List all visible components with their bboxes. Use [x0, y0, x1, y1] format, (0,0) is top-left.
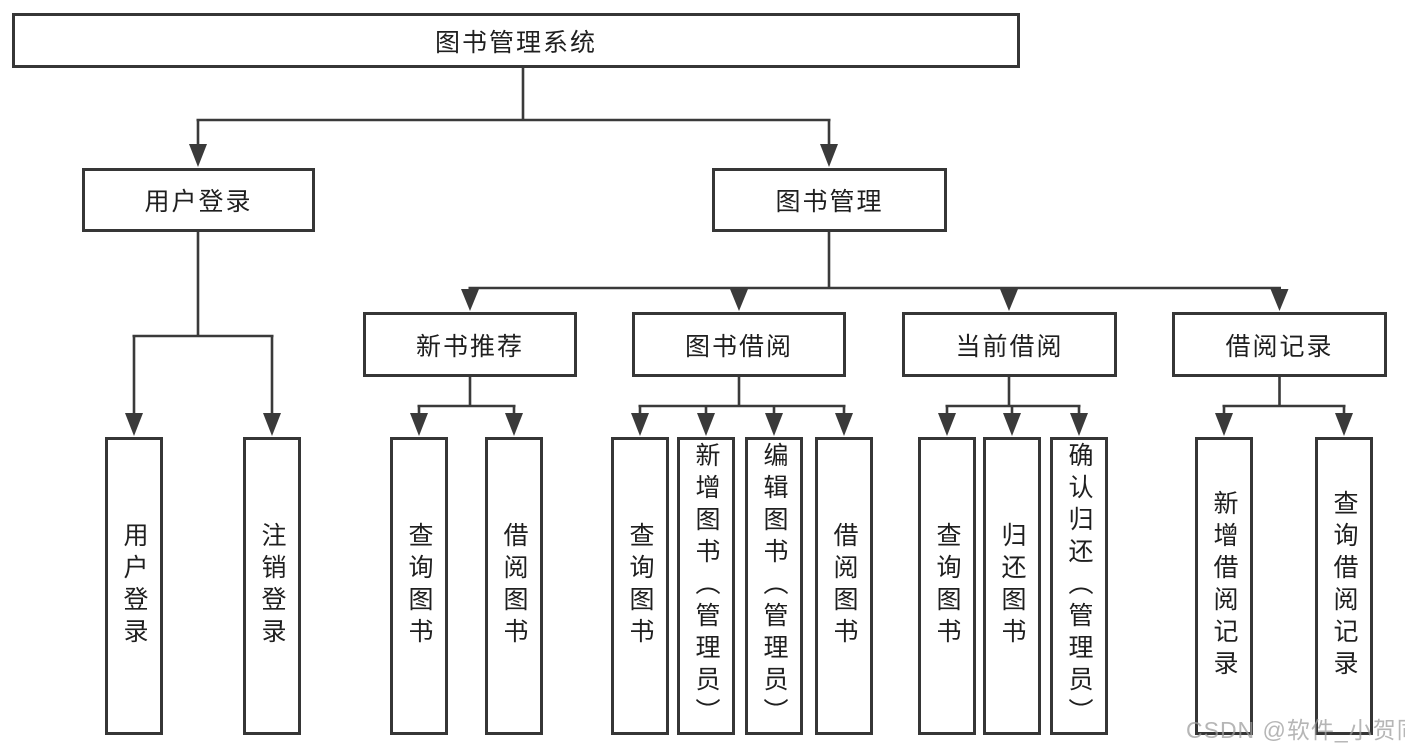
leaf-edit-book-admin: 编辑图书（管理员） — [745, 437, 803, 735]
node-new-book-recommend-label: 新书推荐 — [415, 332, 524, 361]
node-book-borrow: 图书借阅 — [632, 312, 846, 377]
leaf-borrow-books-2-label: 借阅图书 — [830, 522, 858, 650]
leaf-confirm-return-admin: 确认归还（管理员） — [1050, 437, 1108, 735]
node-user-login: 用户登录 — [82, 168, 315, 232]
leaf-query-books-current-label: 查询图书 — [933, 522, 961, 650]
node-root: 图书管理系统 — [12, 13, 1020, 68]
node-book-management-label: 图书管理 — [775, 188, 884, 216]
leaf-query-books-borrow-label: 查询图书 — [626, 522, 654, 650]
node-borrow-records-label: 借阅记录 — [1225, 332, 1334, 361]
node-borrow-records: 借阅记录 — [1172, 312, 1387, 377]
node-current-borrow: 当前借阅 — [902, 312, 1117, 377]
watermark: CSDN @软件_小贺同学 — [1186, 717, 1405, 743]
node-current-borrow-label: 当前借阅 — [955, 332, 1064, 361]
leaf-query-books-borrow: 查询图书 — [611, 437, 669, 735]
leaf-add-book-admin: 新增图书（管理员） — [677, 437, 735, 735]
node-new-book-recommend: 新书推荐 — [363, 312, 577, 377]
leaf-borrow-books-recommend-label: 借阅图书 — [500, 522, 528, 650]
leaf-return-books-label: 归还图书 — [998, 522, 1026, 650]
leaf-query-borrow-record: 查询借阅记录 — [1315, 437, 1373, 735]
leaf-user-login: 用户登录 — [105, 437, 163, 735]
leaf-query-borrow-record-label: 查询借阅记录 — [1330, 490, 1358, 682]
leaf-query-books-recommend-label: 查询图书 — [405, 522, 433, 650]
leaf-return-books: 归还图书 — [983, 437, 1041, 735]
leaf-query-books-current: 查询图书 — [918, 437, 976, 735]
leaf-add-borrow-record: 新增借阅记录 — [1195, 437, 1253, 735]
leaf-add-borrow-record-label: 新增借阅记录 — [1210, 490, 1238, 682]
leaf-logout-label: 注销登录 — [258, 522, 286, 650]
leaf-user-login-label: 用户登录 — [120, 522, 148, 650]
node-book-management: 图书管理 — [712, 168, 947, 232]
leaf-edit-book-admin-label: 编辑图书（管理员） — [760, 442, 788, 730]
node-book-borrow-label: 图书借阅 — [684, 332, 793, 361]
leaf-borrow-books-2: 借阅图书 — [815, 437, 873, 735]
leaf-logout: 注销登录 — [243, 437, 301, 735]
leaf-add-book-admin-label: 新增图书（管理员） — [692, 442, 720, 730]
leaf-borrow-books-recommend: 借阅图书 — [485, 437, 543, 735]
node-user-login-label: 用户登录 — [144, 188, 253, 216]
leaf-confirm-return-admin-label: 确认归还（管理员） — [1065, 442, 1093, 730]
node-root-label: 图书管理系统 — [434, 28, 597, 57]
leaf-query-books-recommend: 查询图书 — [390, 437, 448, 735]
